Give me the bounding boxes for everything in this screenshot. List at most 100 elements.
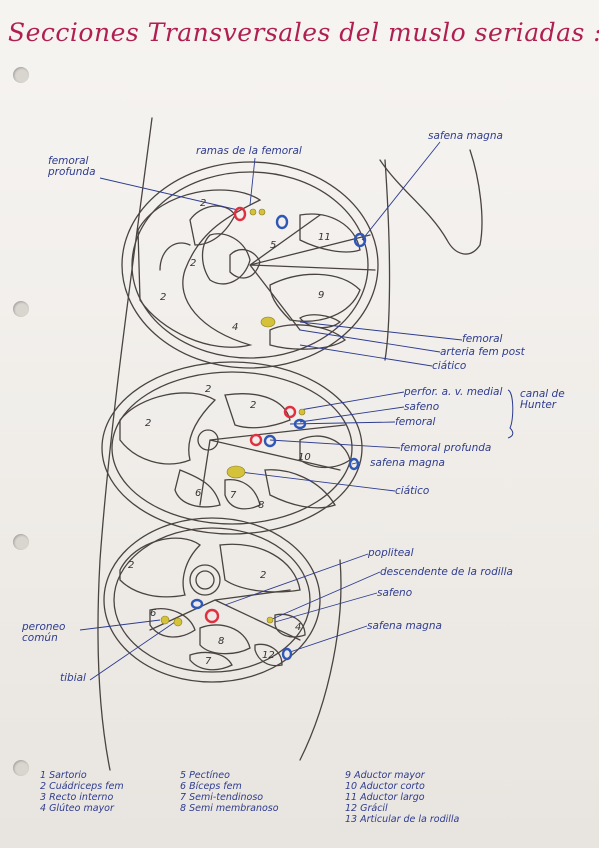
label-safena-magna: safena magna: [370, 457, 445, 469]
label-safeno: safeno: [404, 401, 440, 413]
legend-item: 10 Aductor corto: [345, 781, 425, 792]
legend-item: 12 Grácil: [345, 803, 388, 814]
muscle-number: 10: [298, 452, 311, 463]
leader-line: [239, 471, 396, 492]
sciatic-nerve: [260, 316, 276, 328]
legend-item: 8 Semi membranoso: [180, 803, 279, 814]
great-saphenous-vein-circle: [353, 232, 367, 248]
muscle-number: 2: [260, 570, 267, 581]
muscle-number: 2: [200, 198, 207, 209]
femoral-nerve-branch: [258, 208, 266, 216]
label-peroneo-comun: peroneo común: [22, 621, 66, 644]
legend-column-3: 9 Aductor mayor 10 Aductor corto 11 Aduc…: [345, 770, 459, 825]
label-ramas-femoral: ramas de la femoral: [196, 145, 302, 157]
muscle-number: 4: [232, 322, 239, 333]
leader-line: [249, 157, 256, 206]
label-tibial: tibial: [60, 672, 86, 684]
leader-line: [299, 321, 463, 341]
legend-item: 3 Recto interno: [40, 792, 114, 803]
muscle-number: 12: [262, 650, 275, 661]
popliteal-vein-circle: [190, 598, 204, 610]
muscle-number: 2: [145, 418, 152, 429]
leader-line: [269, 571, 381, 621]
leader-line: [89, 621, 176, 681]
label-popliteal: popliteal: [368, 547, 414, 559]
leader-line: [289, 625, 368, 653]
deep-femoral-vein-circle: [263, 434, 277, 448]
vein-circle: [293, 418, 307, 430]
muscle-number: 6: [195, 488, 202, 499]
saphenous-nerve: [266, 616, 274, 624]
legend-item: 13 Articular de la rodilla: [345, 814, 460, 825]
leader-line: [269, 439, 401, 449]
punch-hole: [13, 760, 29, 776]
muscle-number: 11: [318, 232, 331, 243]
femoral-artery-circle: [233, 206, 247, 222]
femoral-vein-circle: [275, 214, 289, 230]
leader-line: [361, 141, 441, 241]
leader-line: [299, 406, 405, 423]
muscle-number: 8: [218, 636, 225, 647]
label-femoral-profunda: femoral profunda: [400, 442, 492, 454]
knee-right-contour: [299, 559, 342, 761]
muscle-number: 2: [250, 400, 257, 411]
leader-line: [274, 592, 378, 623]
legend-column-2: 5 Pectíneo 6 Bíceps fem 7 Semi-tendinoso…: [180, 770, 279, 814]
label-ciatico: ciático: [432, 360, 467, 372]
thigh-right-contour: [384, 159, 391, 361]
muscle-number: 2: [190, 258, 197, 269]
thigh-left-contour: [97, 117, 153, 771]
muscle-number: 8: [258, 500, 265, 511]
legend-item: 2 Cuádriceps fem: [40, 781, 124, 792]
label-descendente: descendente de la rodilla: [380, 566, 513, 578]
popliteal-artery-circle: [204, 608, 220, 624]
great-saphenous-vein-circle: [348, 457, 360, 471]
legend-item: 6 Bíceps fem: [180, 781, 242, 792]
common-peroneal-nerve: [160, 615, 170, 625]
label-femoral: femoral: [395, 416, 436, 428]
leader-line: [79, 619, 161, 631]
legend-item: 9 Aductor mayor: [345, 770, 425, 781]
contralateral-thigh-contour: [379, 149, 483, 255]
cross-section-3: [103, 517, 321, 683]
leader-line: [99, 177, 239, 211]
legend-column-1: 1 Sartorio 2 Cuádriceps fem 3 Recto inte…: [40, 770, 124, 814]
femoral-nerve-branch: [249, 208, 257, 216]
legend-item: 5 Pectíneo: [180, 770, 230, 781]
label-perforante: perfor. a. v. medial: [404, 386, 503, 398]
legend-item: 11 Aductor largo: [345, 792, 425, 803]
label-canal-hunter: canal de Hunter: [520, 388, 565, 411]
deep-femoral-artery-circle: [249, 433, 263, 447]
punch-hole: [13, 301, 29, 317]
muscle-number: 7: [230, 490, 237, 501]
muscle-number: 5: [270, 240, 277, 251]
label-femoral-profunda: femoral profunda: [48, 155, 96, 178]
leader-line: [299, 344, 433, 367]
muscle-number: 6: [150, 608, 157, 619]
legend-item: 4 Glúteo mayor: [40, 803, 114, 814]
label-arteria-fem-post: arteria fem post: [440, 346, 525, 358]
legend-item: 1 Sartorio: [40, 770, 87, 781]
leader-line: [299, 329, 441, 353]
tibial-nerve: [173, 617, 183, 627]
muscle-number: 7: [205, 656, 212, 667]
leader-line: [299, 391, 405, 411]
muscle-number: 9: [318, 290, 325, 301]
punch-hole: [13, 67, 29, 83]
punch-hole: [13, 534, 29, 550]
page-title: Secciones Transversales del muslo seriad…: [8, 18, 599, 47]
label-safena-magna: safena magna: [367, 620, 442, 632]
muscle-number: 2: [128, 560, 135, 571]
legend-item: 7 Semi-tendinoso: [180, 792, 264, 803]
muscle-number: 4: [295, 622, 302, 633]
muscle-number: 2: [205, 384, 212, 395]
cross-section-1: [121, 161, 379, 369]
label-femoral: femoral: [462, 333, 503, 345]
label-ciatico: ciático: [395, 485, 430, 497]
cross-section-2: [101, 361, 363, 535]
sciatic-nerve: [226, 465, 246, 479]
saphenous-nerve: [298, 408, 306, 416]
leader-line: [289, 421, 396, 425]
leader-line: [224, 553, 369, 606]
